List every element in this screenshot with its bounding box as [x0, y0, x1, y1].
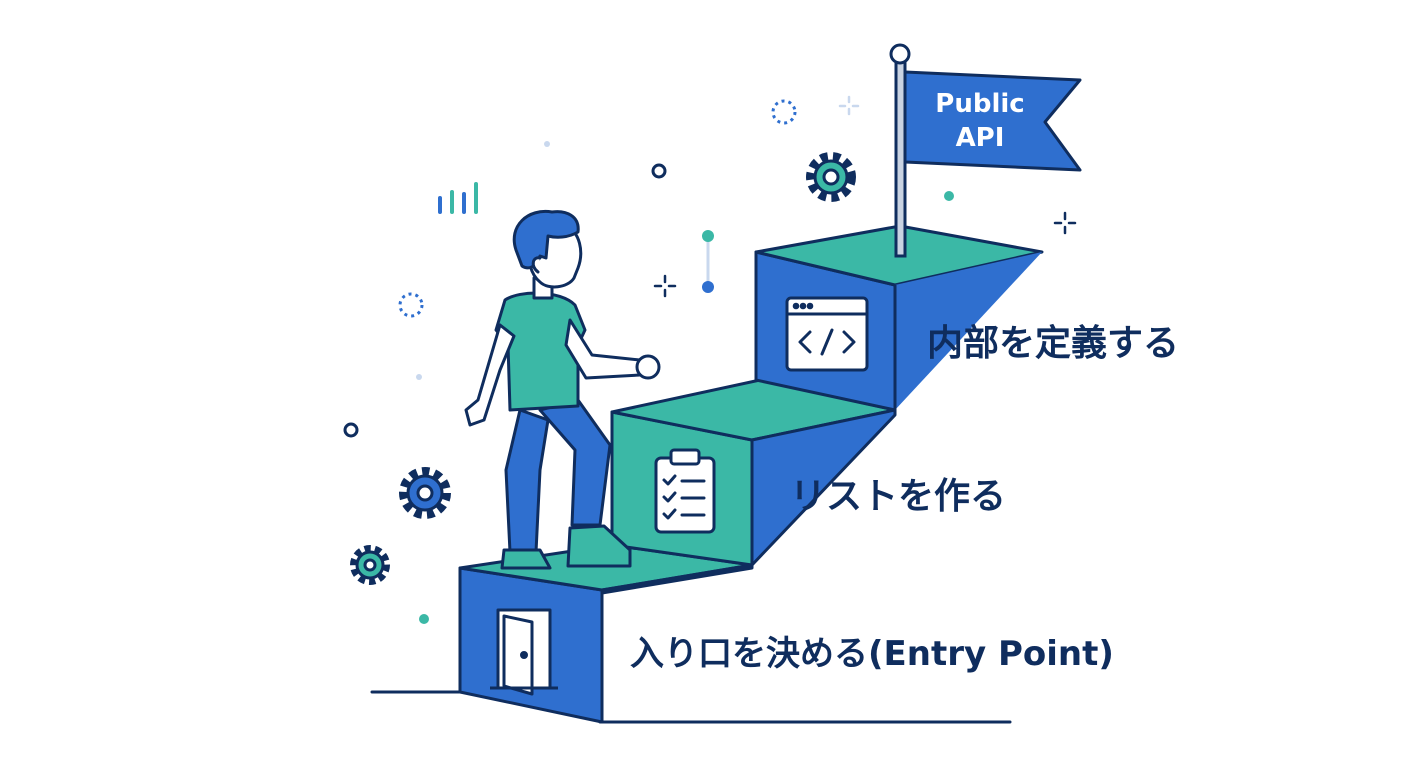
connector-icon [702, 230, 714, 293]
person-climbing [464, 209, 661, 570]
step-1-riser [600, 563, 754, 595]
dot-icon [544, 141, 550, 147]
step-2-label: リストを作る [790, 476, 1006, 517]
public-api-flag: Public API [889, 43, 1082, 258]
person-back-arm [464, 323, 516, 427]
gear-icon [350, 545, 390, 585]
staircase [458, 224, 1044, 724]
dotted-circle-icon [398, 292, 424, 318]
person-back-leg [504, 408, 550, 554]
person-fist [635, 354, 661, 380]
flag-text-line-1: Public [935, 89, 1024, 119]
flag-cloth [903, 70, 1082, 172]
bar-chart-icon [438, 182, 478, 214]
person-shoe-back [500, 548, 552, 570]
dotted-circle-icon [771, 99, 797, 125]
door-icon [490, 608, 558, 696]
step-3-label: 内部を定義する [927, 323, 1179, 364]
sparkle-icon [1053, 211, 1077, 235]
dot-icon [944, 191, 954, 201]
step-3-side [895, 252, 1042, 410]
person-front-leg [538, 398, 612, 527]
gear-icon [806, 152, 856, 202]
step-2-side [750, 408, 897, 567]
clipboard-checklist-icon [654, 448, 716, 534]
dot-icon [419, 614, 429, 624]
gear-icon [399, 467, 451, 519]
ring-icon [651, 163, 667, 179]
dot-icon [416, 374, 422, 380]
step-1-label: 入り口を決める(Entry Point) [630, 634, 1114, 674]
person-shoe-front [566, 524, 632, 568]
code-window-icon [785, 296, 869, 372]
ring-icon [343, 422, 359, 438]
person-torso [494, 291, 587, 412]
sparkle-icon [838, 95, 860, 116]
flag-text-line-2: API [956, 123, 1005, 153]
sparkle-icon [653, 274, 677, 298]
